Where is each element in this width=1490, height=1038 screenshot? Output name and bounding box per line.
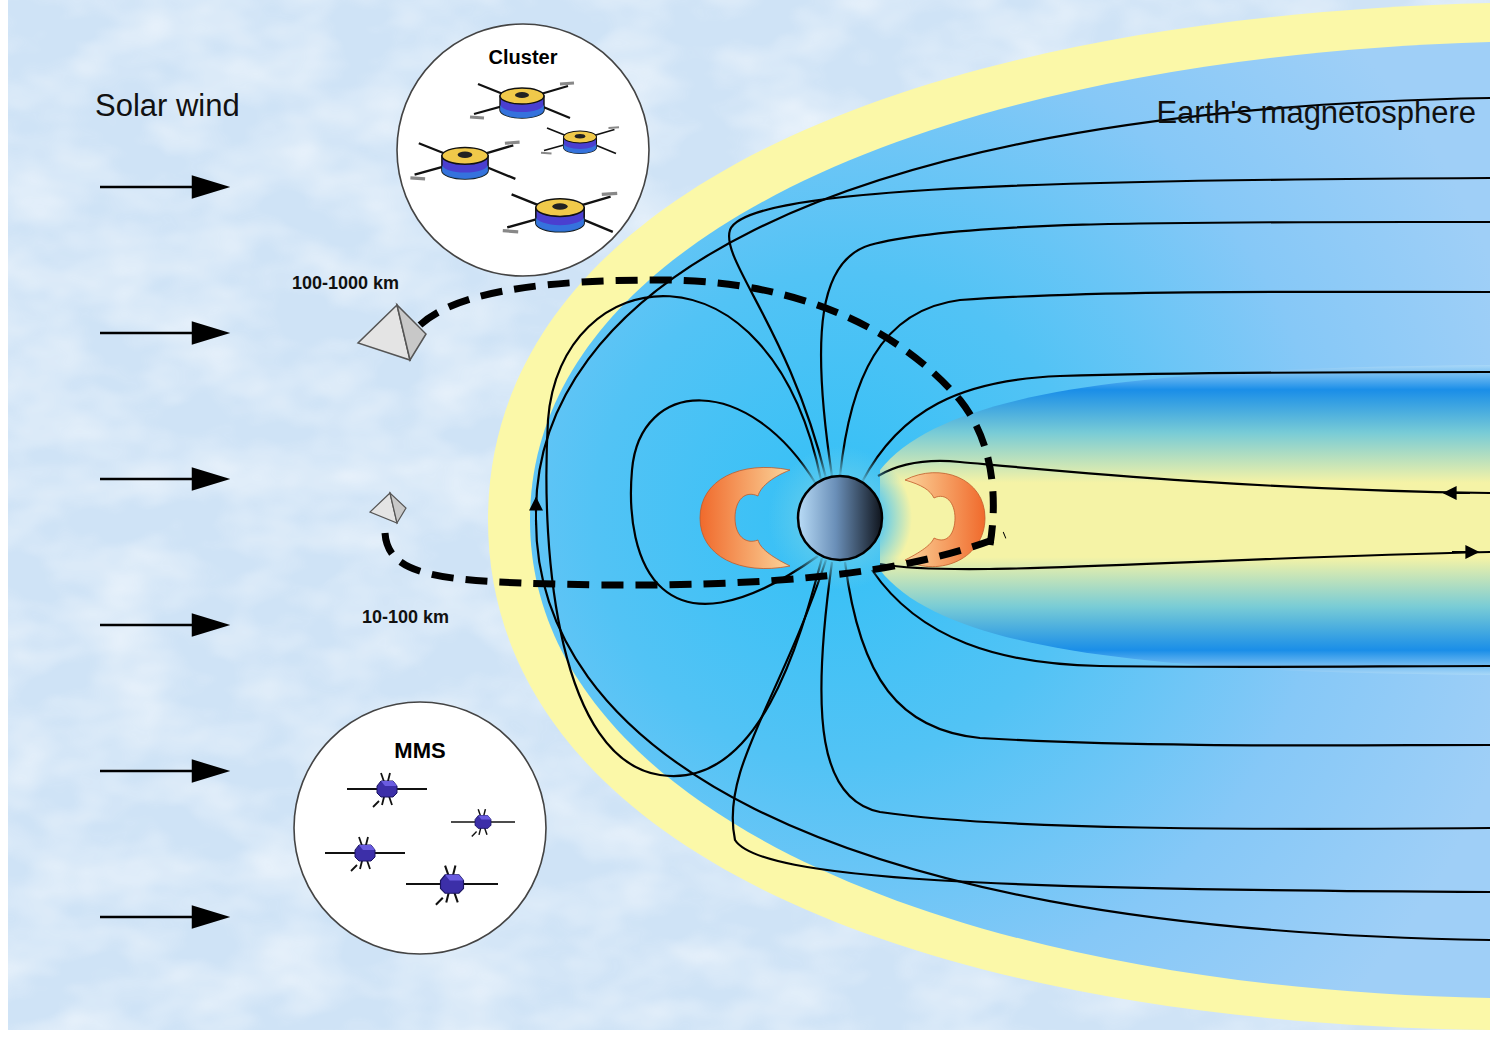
solar-wind-arrows: [100, 177, 226, 927]
field-line: [872, 570, 1490, 667]
spacecraft-name: MMS: [292, 738, 548, 764]
magnetosphere-region: [530, 42, 1490, 998]
cluster-tetrahedron: [358, 305, 426, 360]
field-line: [821, 222, 1490, 476]
mms-spacecraft: [325, 837, 405, 871]
field-line: [729, 178, 1490, 478]
sky-ground: [8, 0, 1490, 1030]
radiation-belt: [700, 467, 790, 568]
field-arrow: [535, 498, 537, 525]
field-line: [880, 552, 1490, 569]
field-line: [840, 292, 1490, 476]
mms-spacecraft: [347, 773, 427, 807]
cloud-texture: [8, 0, 1490, 1030]
cluster-spacecraft: [470, 83, 574, 118]
mms-tetrahedron: [370, 493, 406, 523]
cluster-orbit: [420, 280, 993, 545]
field-arrow: [1444, 492, 1470, 494]
region-label: Solar wind: [95, 88, 240, 124]
mms-orbit: [385, 533, 1005, 585]
field-line: [536, 98, 1490, 512]
field-line: [845, 562, 1490, 745]
spacecraft-inset: Cluster: [395, 22, 651, 278]
region-label: Earth's magnetosphere: [1156, 95, 1476, 131]
spacecraft-name: Cluster: [395, 46, 651, 69]
scale-label: 10-100 km: [362, 607, 449, 628]
earth: [798, 476, 882, 560]
cluster-spacecraft: [410, 142, 519, 179]
mms-spacecraft: [406, 866, 498, 905]
field-arrow: [1452, 551, 1478, 553]
scale-label: 100-1000 km: [292, 273, 399, 294]
field-line: [862, 372, 1490, 482]
field-line: [733, 560, 1490, 892]
field-line: [821, 562, 1490, 829]
mms-spacecraft: [451, 809, 515, 836]
cluster-spacecraft: [503, 193, 617, 232]
cluster-spacecraft: [541, 127, 619, 153]
field-lines: [536, 98, 1490, 940]
spacecraft-inset: MMS: [292, 700, 548, 956]
